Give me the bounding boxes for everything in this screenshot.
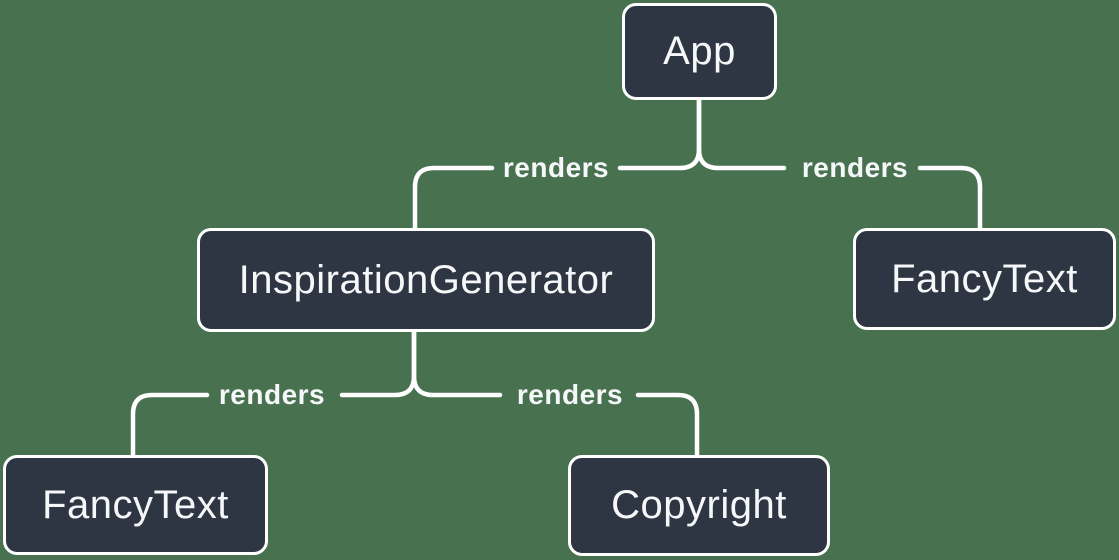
edge-app-inspirationgenerator-a [617,97,702,171]
node-fancy-text-top-label: FancyText [891,256,1078,301]
edge-label-renders: renders [801,152,909,183]
edge-label-renders: renders [218,379,326,410]
edge-inspirationgenerator-fancytext-b [130,392,210,458]
node-fancy-text-top: FancyText [853,228,1116,330]
edge-app-fancytext-a [696,97,787,171]
node-copyright-label: Copyright [611,483,787,527]
node-inspiration-generator: InspirationGenerator [197,228,655,332]
node-inspiration-generator-label: InspirationGenerator [238,257,614,302]
node-fancy-text-bottom-label: FancyText [42,482,229,527]
node-app-label: App [663,29,736,73]
edge-label-renders: renders [516,379,624,410]
edge-inspirationgenerator-copyright-b [635,392,700,458]
edge-inspirationgenerator-fancytext-a [339,329,417,398]
edge-app-fancytext-b [917,165,983,231]
edge-inspirationgenerator-copyright-a [411,329,503,398]
edge-app-inspirationgenerator-b [412,165,495,231]
edge-label-renders: renders [502,152,610,183]
node-copyright: Copyright [568,455,830,556]
node-app: App [622,3,777,100]
node-fancy-text-bottom: FancyText [3,455,268,555]
